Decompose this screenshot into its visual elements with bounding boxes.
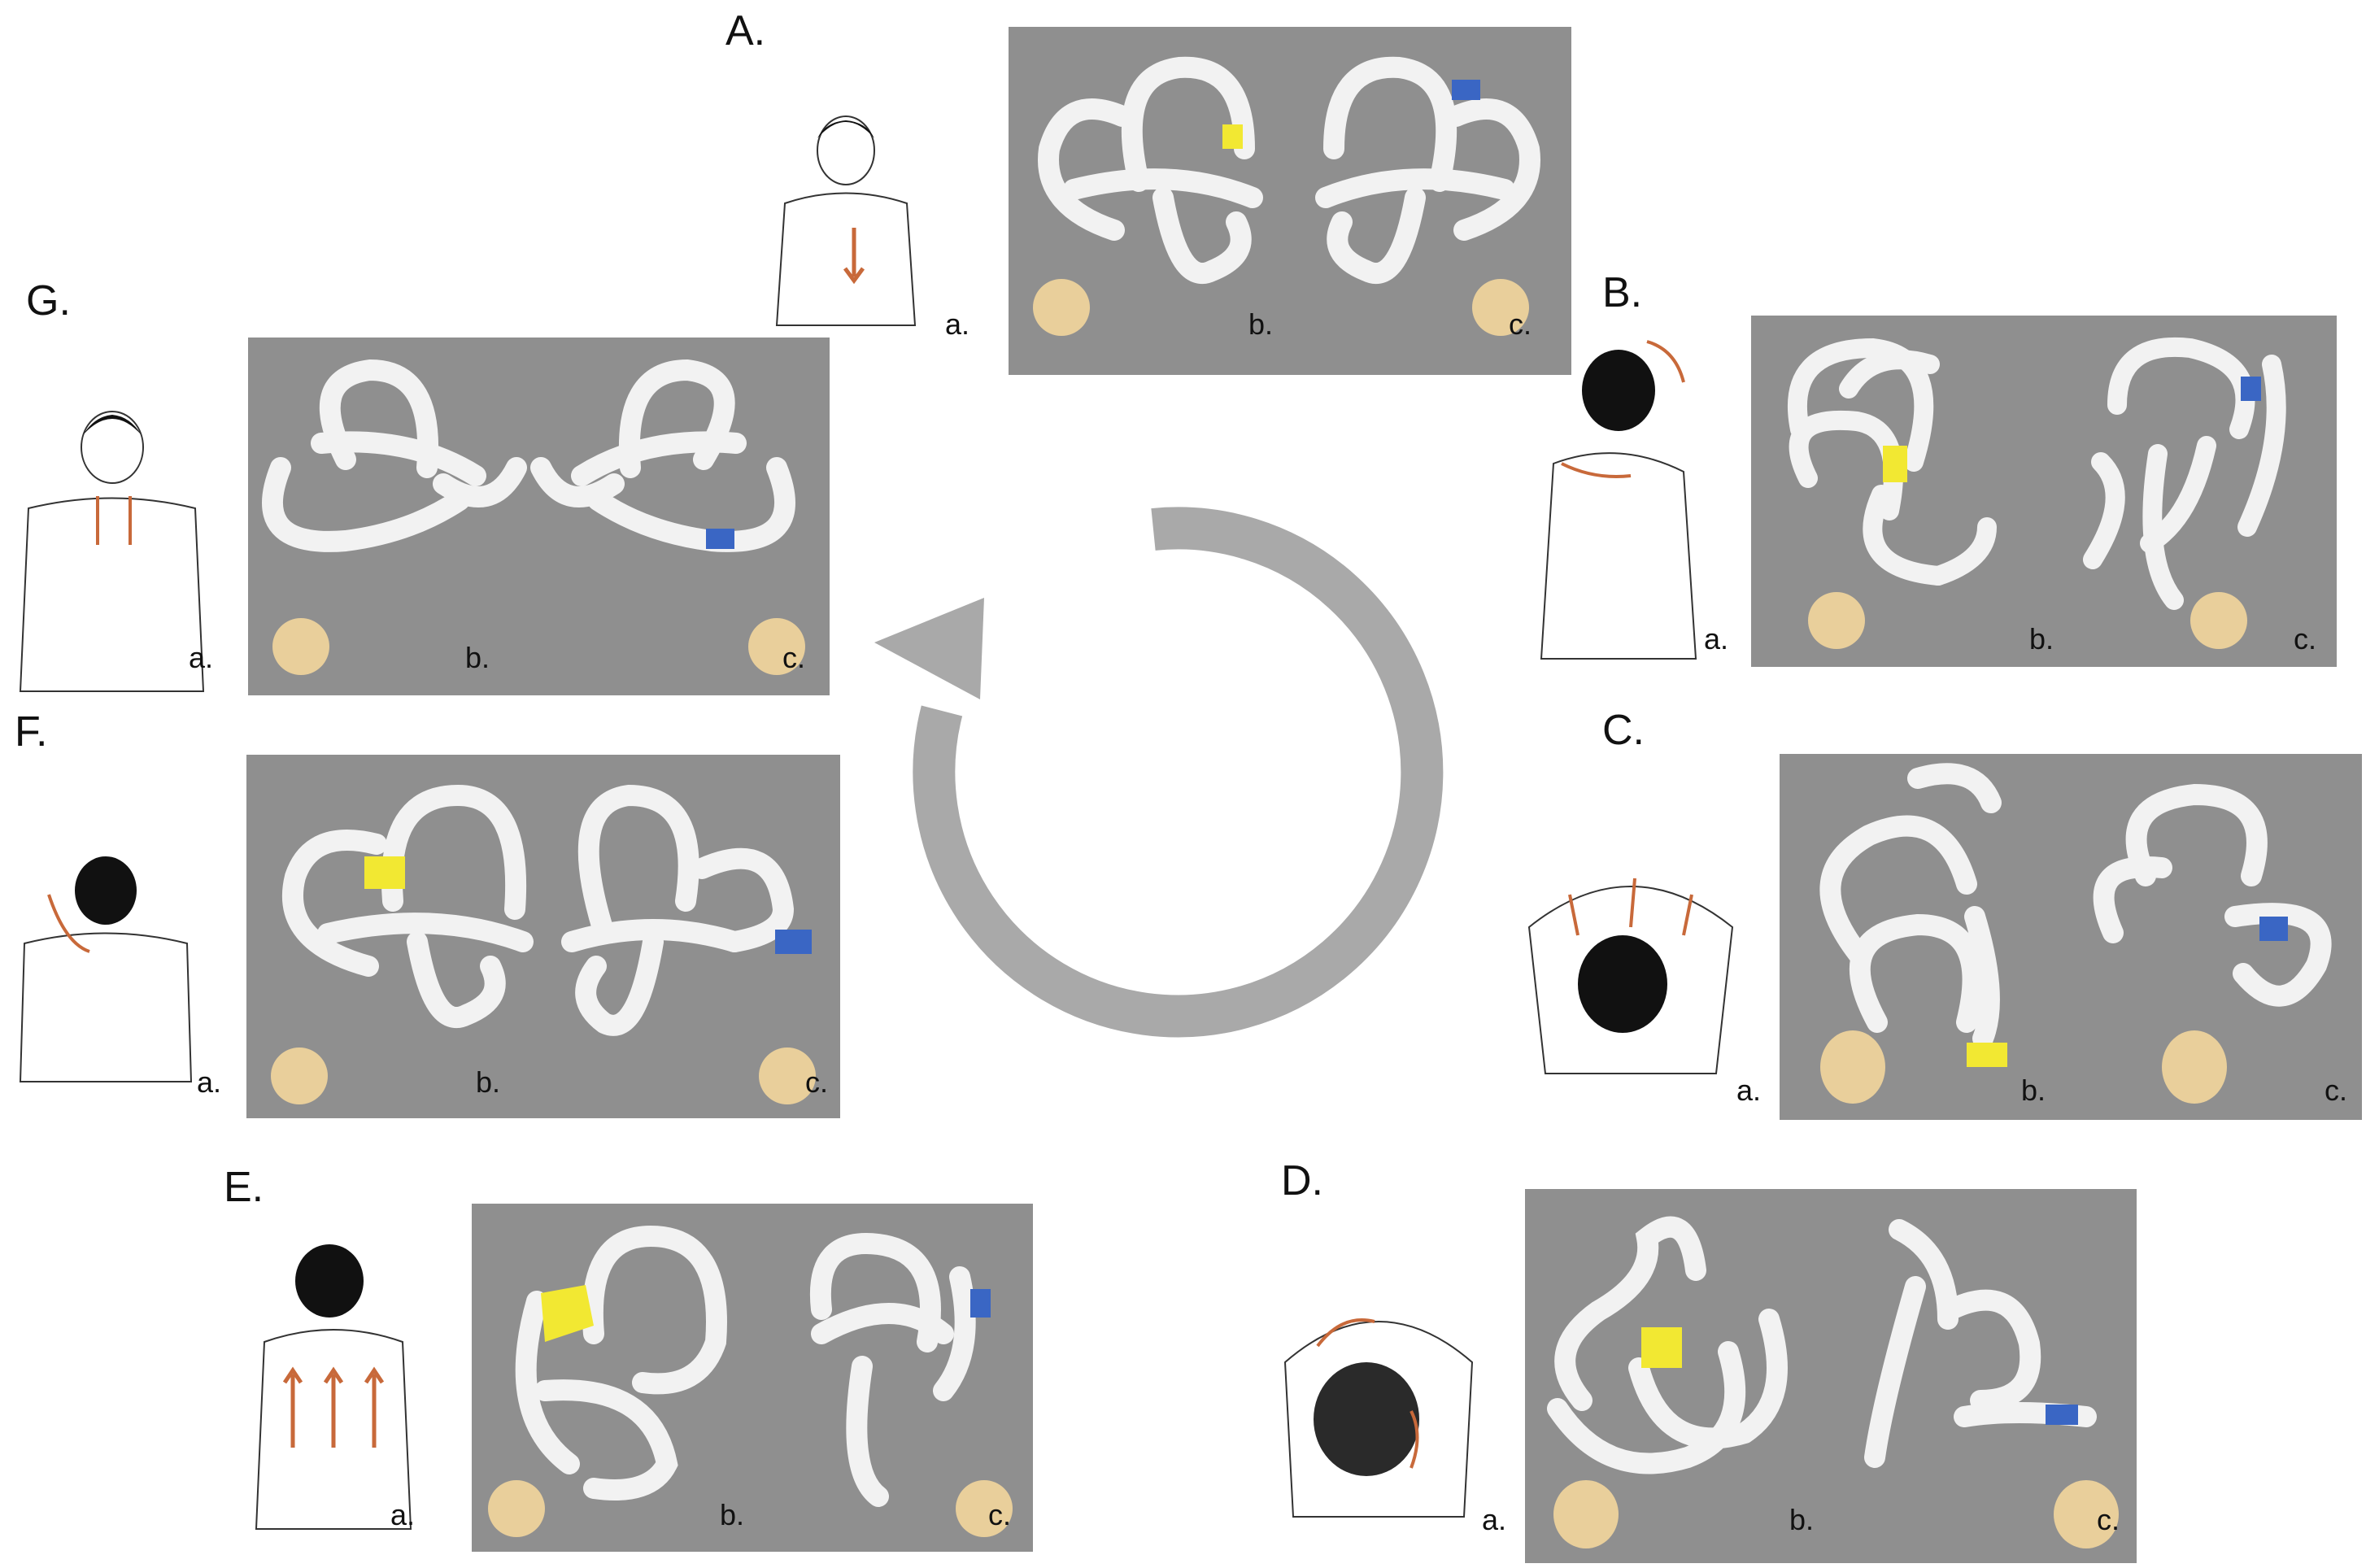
step-letter-b: B.: [1602, 269, 1643, 316]
step-b-panel: [1751, 316, 2337, 667]
step-e-label-b: b.: [720, 1498, 745, 1531]
step-f-label-a: a.: [197, 1065, 222, 1099]
step-e-label-a: a.: [390, 1498, 416, 1531]
step-d-label-c: c.: [2097, 1503, 2120, 1536]
step-letter-a: A.: [725, 7, 766, 54]
step-c-panel: [1780, 754, 2362, 1120]
person-figure-b: [1529, 333, 1704, 667]
person-figure-e: [248, 1236, 419, 1537]
step-f-label-b: b.: [476, 1065, 501, 1099]
step-b-label-c: c.: [2294, 622, 2317, 656]
step-f-label-c: c.: [805, 1065, 829, 1099]
step-d-label-b: b.: [1789, 1503, 1815, 1536]
step-letter-e: E.: [224, 1164, 264, 1211]
step-a-label-a: a.: [945, 307, 970, 341]
step-a-panel: [1009, 27, 1571, 375]
step-c-label-a: a.: [1736, 1074, 1762, 1107]
step-letter-f: F.: [15, 708, 48, 756]
person-figure-d: [1269, 1265, 1488, 1533]
person-figure-f: [16, 846, 195, 1090]
step-g-label-a: a.: [189, 641, 214, 674]
step-letter-c: C.: [1602, 707, 1645, 754]
inner-ear-canal-icon: [1038, 56, 1540, 284]
step-letter-d: D.: [1281, 1157, 1323, 1204]
step-g-label-c: c.: [782, 641, 806, 674]
step-letter-g: G.: [26, 277, 71, 324]
step-c-label-b: b.: [2021, 1074, 2046, 1107]
step-b-label-b: b.: [2029, 622, 2054, 656]
step-d-label-a: a.: [1482, 1503, 1507, 1536]
person-figure-a: [769, 106, 923, 333]
head-orientation-icon: [1033, 279, 1090, 336]
step-b-label-a: a.: [1704, 622, 1729, 656]
step-e-label-c: c.: [988, 1498, 1012, 1531]
step-g-panel: [248, 338, 830, 695]
step-c-label-c: c.: [2325, 1074, 2348, 1107]
step-g-label-b: b.: [465, 641, 490, 674]
person-figure-c: [1521, 830, 1741, 1090]
step-f-panel: [246, 755, 840, 1118]
step-d-panel: [1525, 1189, 2137, 1563]
step-a-label-c: c.: [1509, 307, 1532, 341]
person-figure-g: [16, 399, 207, 699]
step-e-panel: [472, 1204, 1033, 1552]
step-a-label-b: b.: [1248, 307, 1274, 341]
